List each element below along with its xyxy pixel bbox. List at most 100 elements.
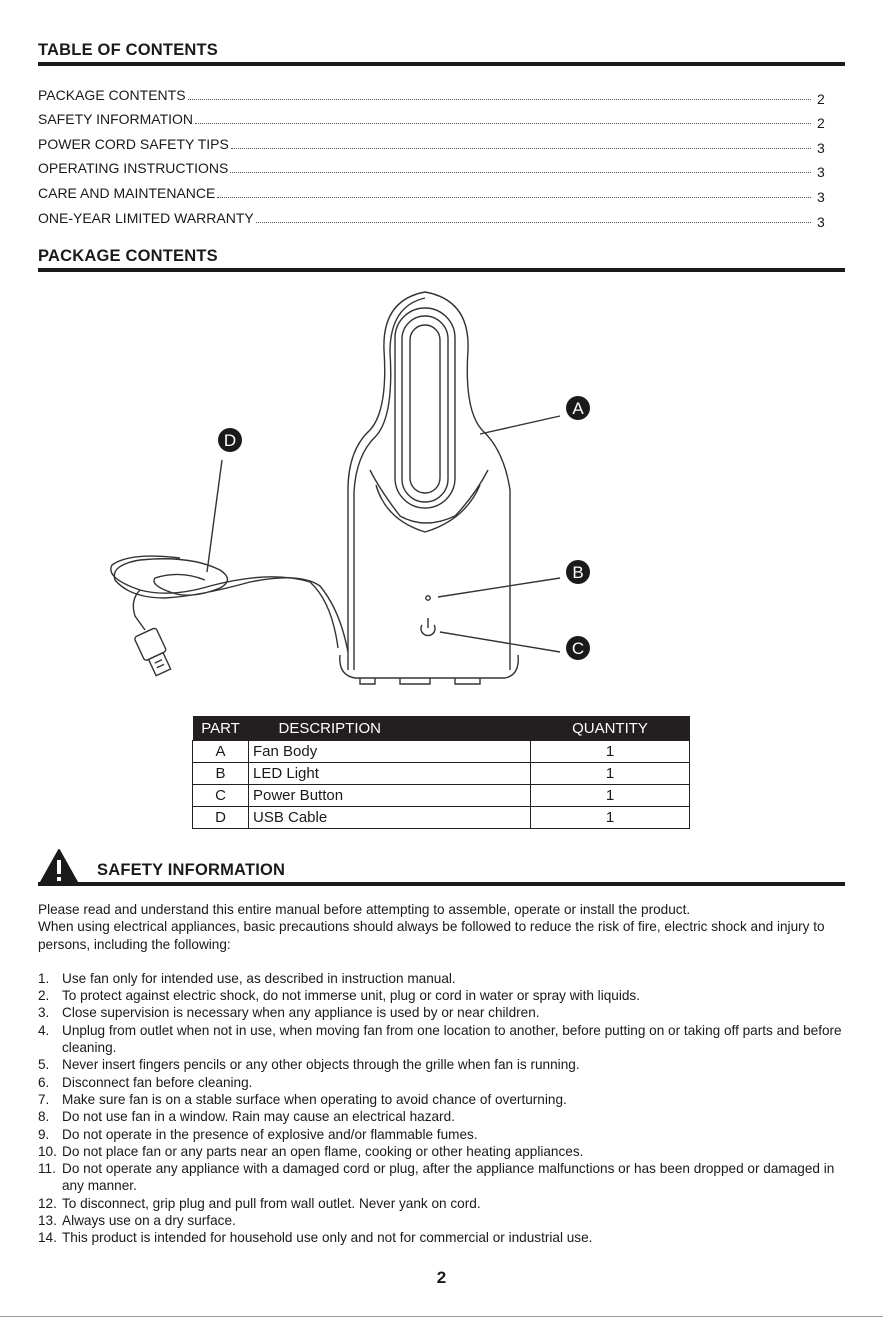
callout-b-label: B: [572, 563, 583, 582]
list-item-text: Make sure fan is on a stable surface whe…: [62, 1091, 567, 1107]
list-item-number: 5.: [38, 1057, 50, 1073]
list-item-text: To protect against electric shock, do no…: [62, 988, 640, 1004]
toc-page: 2: [817, 115, 825, 132]
safety-intro-1: Please read and understand this entire m…: [38, 902, 691, 917]
list-item-text: Always use on a dry surface.: [62, 1213, 236, 1229]
list-item-text: Use fan only for intended use, as descri…: [62, 970, 456, 986]
callout-d-label: D: [224, 431, 236, 450]
list-item: 10. Do not place fan or any parts near an…: [38, 1143, 845, 1160]
toc-title: TABLE OF CONTENTS: [38, 41, 219, 59]
cell-quantity: 1: [530, 740, 690, 763]
page-bottom-rule: [0, 1316, 883, 1317]
package-rule: [38, 268, 845, 272]
table-row: B LED Light 1: [192, 762, 690, 785]
toc-leader: [187, 98, 811, 100]
fan-body-drawing: [110, 291, 561, 685]
toc-item-warranty[interactable]: ONE-YEAR LIMITED WARRANTY 3: [38, 201, 845, 230]
cell-description: LED Light: [248, 762, 531, 785]
cell-part: B: [192, 762, 249, 785]
cell-part: C: [192, 784, 249, 807]
list-item-number: 2.: [38, 988, 50, 1004]
cell-part: A: [192, 740, 249, 763]
list-item: 11. Do not operate any appliance with a d…: [38, 1160, 845, 1195]
list-item-text: Do not operate any appliance with a dama…: [62, 1161, 835, 1194]
table-row: D USB Cable 1: [192, 806, 690, 829]
list-item-text: To disconnect, grip plug and pull from w…: [62, 1195, 481, 1211]
callout-c: C: [566, 636, 590, 660]
list-item-number: 14.: [38, 1230, 57, 1246]
list-item-number: 12.: [38, 1195, 57, 1211]
header-description: DESCRIPTION: [248, 716, 531, 741]
toc-item-safety-information[interactable]: SAFETY INFORMATION 2: [38, 103, 845, 132]
list-item-text: Disconnect fan before cleaning.: [62, 1074, 253, 1090]
list-item-number: 9.: [38, 1126, 50, 1142]
safety-intro-2: When using electrical appliances, basic …: [38, 919, 825, 952]
safety-title: SAFETY INFORMATION: [97, 861, 286, 879]
toc-leader: [230, 172, 811, 174]
toc-label: PACKAGE CONTENTS: [38, 86, 186, 103]
toc-label: POWER CORD SAFETY TIPS: [38, 135, 229, 152]
table-row: A Fan Body 1: [192, 740, 690, 763]
list-item: 13. Always use on a dry surface.: [38, 1212, 845, 1229]
callout-c-label: C: [572, 639, 584, 658]
toc-leader: [255, 221, 811, 223]
safety-rule: [38, 882, 845, 886]
toc-page: 3: [817, 213, 825, 230]
list-item-text: Never insert fingers pencils or any othe…: [62, 1057, 580, 1073]
callout-a: A: [566, 396, 590, 420]
list-item-text: Unplug from outlet when not in use, when…: [62, 1022, 842, 1056]
list-item-number: 11.: [38, 1161, 56, 1177]
list-item: 2. To protect against electric shock, do …: [38, 987, 845, 1004]
list-item: 3. Close supervision is necessary when an…: [38, 1004, 845, 1021]
parts-table: PART DESCRIPTION QUANTITY A Fan Body 1 B…: [192, 716, 690, 829]
toc-leader: [230, 147, 811, 149]
list-item-text: Do not use fan in a window. Rain may cau…: [62, 1109, 455, 1125]
list-item-number: 4.: [38, 1022, 50, 1038]
warning-triangle-icon: [39, 849, 79, 885]
parts-header-row: PART DESCRIPTION QUANTITY: [192, 716, 690, 741]
list-item-text: Close supervision is necessary when any …: [62, 1005, 540, 1021]
toc-page: 3: [817, 164, 825, 181]
list-item: 14. This product is intended for househol…: [38, 1229, 845, 1246]
cell-quantity: 1: [530, 806, 690, 829]
list-item-text: Do not place fan or any parts near an op…: [62, 1143, 584, 1159]
package-title: PACKAGE CONTENTS: [38, 247, 218, 265]
list-item: 1. Use fan only for intended use, as desc…: [38, 970, 845, 987]
list-item-number: 10.: [38, 1143, 57, 1159]
page-number: 2: [436, 1268, 447, 1287]
list-item: 8. Do not use fan in a window. Rain may c…: [38, 1108, 845, 1125]
list-item-text: Do not operate in the presence of explos…: [62, 1126, 478, 1142]
toc-label: ONE-YEAR LIMITED WARRANTY: [38, 209, 254, 226]
toc-label: SAFETY INFORMATION: [38, 111, 194, 128]
table-row: C Power Button 1: [192, 784, 690, 807]
callout-d: D: [218, 428, 242, 452]
cell-quantity: 1: [530, 762, 690, 785]
toc-rule: [38, 62, 845, 66]
toc-leader: [217, 196, 811, 198]
header-part: PART: [192, 716, 249, 741]
callout-a-label: A: [572, 399, 584, 418]
safety-body: Please read and understand this entire m…: [38, 901, 845, 1247]
list-item-number: 13.: [38, 1213, 57, 1229]
list-item: 9. Do not operate in the presence of expl…: [38, 1126, 845, 1143]
list-item: 5. Never insert fingers pencils or any ot…: [38, 1056, 845, 1073]
toc-item-care-and-maintenance[interactable]: CARE AND MAINTENANCE 3: [38, 176, 845, 205]
list-item-number: 6.: [38, 1074, 50, 1090]
list-item-number: 7.: [38, 1091, 50, 1107]
list-item: 6. Disconnect fan before cleaning.: [38, 1074, 845, 1091]
callout-b: B: [566, 560, 590, 584]
list-item-text: This product is intended for household u…: [62, 1230, 593, 1246]
fan-illustration: A B C D: [110, 291, 590, 685]
toc-page: 3: [817, 188, 825, 205]
list-item-number: 8.: [38, 1109, 50, 1125]
cell-part: D: [192, 806, 249, 829]
list-item-number: 3.: [38, 1005, 50, 1021]
cell-description: USB Cable: [248, 806, 531, 829]
list-item: 12. To disconnect, grip plug and pull fro…: [38, 1195, 845, 1212]
list-item-number: 1.: [38, 970, 50, 986]
toc-label: CARE AND MAINTENANCE: [38, 184, 216, 201]
list-item: 4. Unplug from outlet when not in use, wh…: [38, 1022, 845, 1057]
